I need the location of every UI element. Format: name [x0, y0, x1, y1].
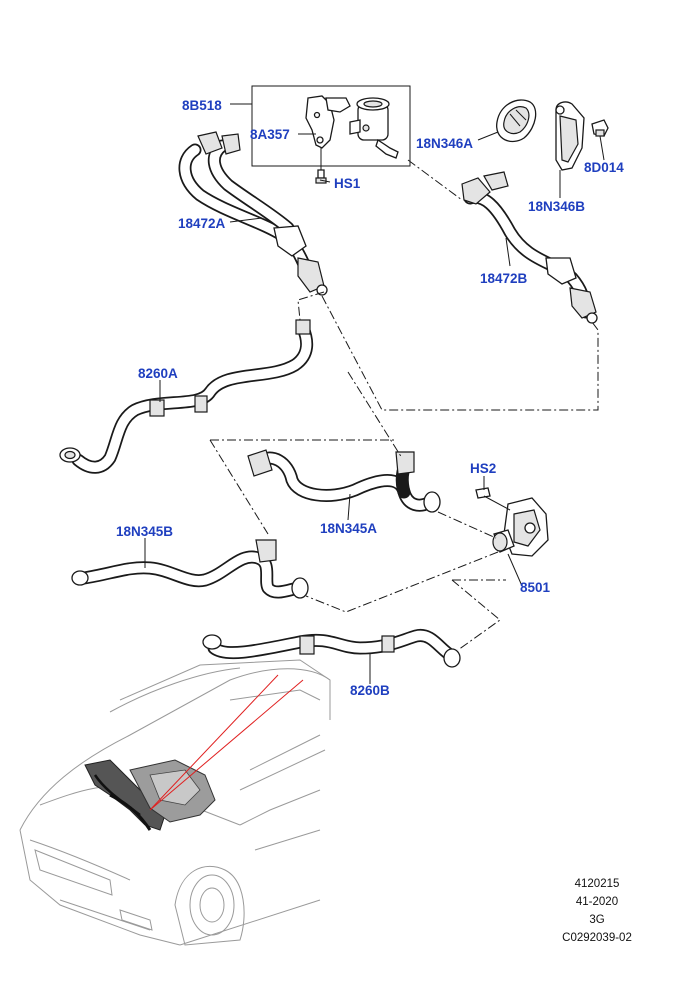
pump-8501 — [492, 497, 549, 557]
pointer-line — [149, 674, 279, 811]
vehicle-illustration — [19, 659, 331, 946]
seal-18N346A — [496, 99, 537, 143]
callout-18N346A: 18N346A — [416, 136, 473, 151]
hose-18472A — [178, 131, 328, 296]
callout-18472B: 18472B — [480, 271, 528, 286]
reference-group: 41-2020 — [576, 896, 618, 908]
hose-8260A — [59, 319, 314, 474]
pointer-line — [149, 679, 304, 811]
callout-HS1: HS1 — [334, 176, 361, 191]
callout-18N346B: 18N346B — [528, 199, 585, 214]
callout-HS2: HS2 — [470, 461, 496, 476]
screw-HS1 — [317, 169, 325, 179]
callout-8A357: 8A357 — [250, 127, 290, 142]
callout-18472A: 18472A — [178, 216, 226, 231]
reference-illustration-id: C0292039-02 — [562, 932, 632, 944]
hose-18N345B — [71, 539, 309, 599]
hose-8260B — [202, 628, 461, 668]
callout-labels: 8B518 8A357 HS1 18N346A 18N346B 8D014 18… — [116, 98, 624, 698]
callout-18N345B: 18N345B — [116, 524, 173, 539]
hose-18N345A — [247, 449, 441, 513]
hose-18472B — [461, 171, 598, 324]
callout-8D014: 8D014 — [584, 160, 624, 175]
bracket-18N346B — [555, 101, 585, 171]
callout-8B518: 8B518 — [182, 98, 222, 113]
reference-code: 4120215 — [575, 878, 620, 890]
leader-lines — [144, 103, 605, 684]
screw-HS2 — [475, 487, 511, 511]
callout-8260A: 8260A — [138, 366, 178, 381]
inset-box — [251, 85, 411, 184]
clip-8D014 — [591, 119, 609, 137]
callout-8260B: 8260B — [350, 683, 390, 698]
reference-variant: 3G — [589, 914, 604, 926]
reference-block: 4120215 41-2020 3G C0292039-02 — [562, 878, 632, 944]
callout-8501: 8501 — [520, 580, 551, 595]
callout-18N345A: 18N345A — [320, 521, 377, 536]
routing-lines — [209, 159, 599, 651]
